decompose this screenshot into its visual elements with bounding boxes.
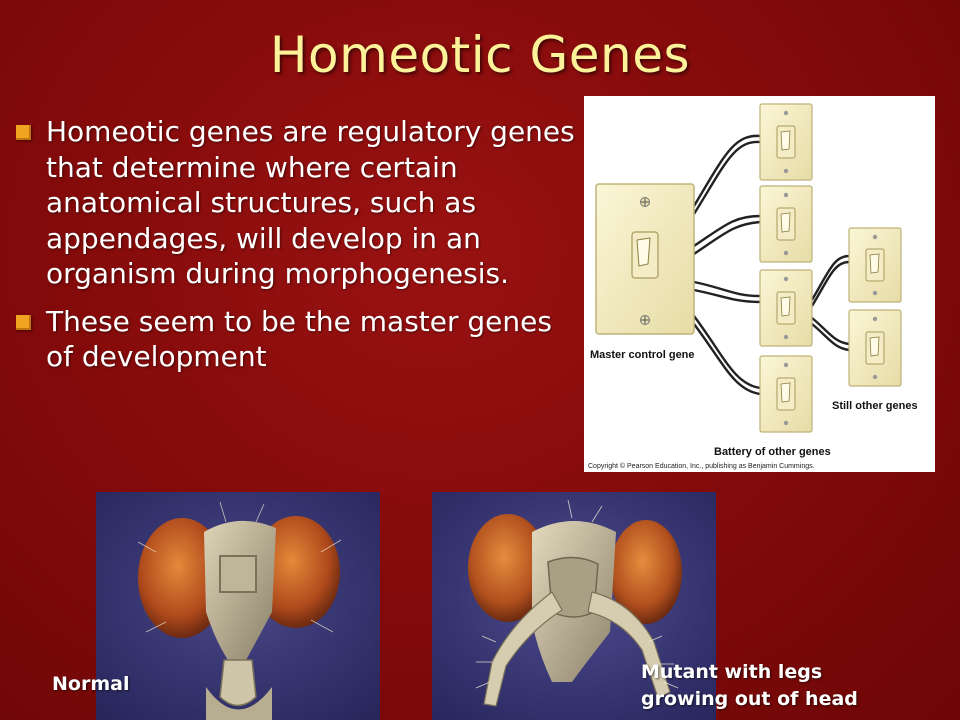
- square-bullet-icon: [16, 314, 31, 330]
- mutant-fly-photo: [432, 492, 716, 720]
- other-switch-icon: [848, 309, 902, 387]
- normal-fly-photo: [96, 492, 380, 720]
- normal-fly-image: [96, 492, 380, 720]
- master-switch-icon: [595, 183, 695, 335]
- other-switch-icon: [848, 227, 902, 303]
- battery-switch-icon: [759, 269, 813, 347]
- bullet-item: These seem to be the master genes of dev…: [16, 304, 576, 375]
- mutant-caption-line: growing out of head: [641, 688, 858, 710]
- bullet-text: Homeotic genes are regulatory genes that…: [46, 115, 575, 290]
- mutant-fly-image: [432, 492, 716, 720]
- bullet-item: Homeotic genes are regulatory genes that…: [16, 114, 576, 292]
- battery-switch-icon: [759, 103, 813, 181]
- slide-title: Homeotic Genes: [269, 26, 691, 84]
- diagram-svg: Master control gene Still other genes Ba…: [588, 103, 918, 470]
- master-gene-label: Master control gene: [590, 349, 695, 361]
- copyright-text: Copyright © Pearson Education, Inc., pub…: [588, 462, 815, 470]
- battery-switch-icon: [759, 185, 813, 263]
- bullet-text: These seem to be the master genes of dev…: [46, 304, 552, 374]
- square-bullet-icon: [16, 125, 31, 140]
- battery-genes-label: Battery of other genes: [714, 446, 831, 458]
- mutant-caption: Mutant with legs growing out of head: [641, 659, 951, 713]
- still-genes-label: Still other genes: [832, 400, 918, 412]
- mutant-caption-line: Mutant with legs: [641, 661, 823, 683]
- bullet-list: Homeotic genes are regulatory genes that…: [16, 114, 576, 387]
- normal-caption: Normal: [52, 673, 130, 695]
- wire-group: [692, 134, 850, 396]
- gene-switch-diagram: Master control gene Still other genes Ba…: [584, 96, 935, 472]
- battery-switch-icon: [759, 355, 813, 433]
